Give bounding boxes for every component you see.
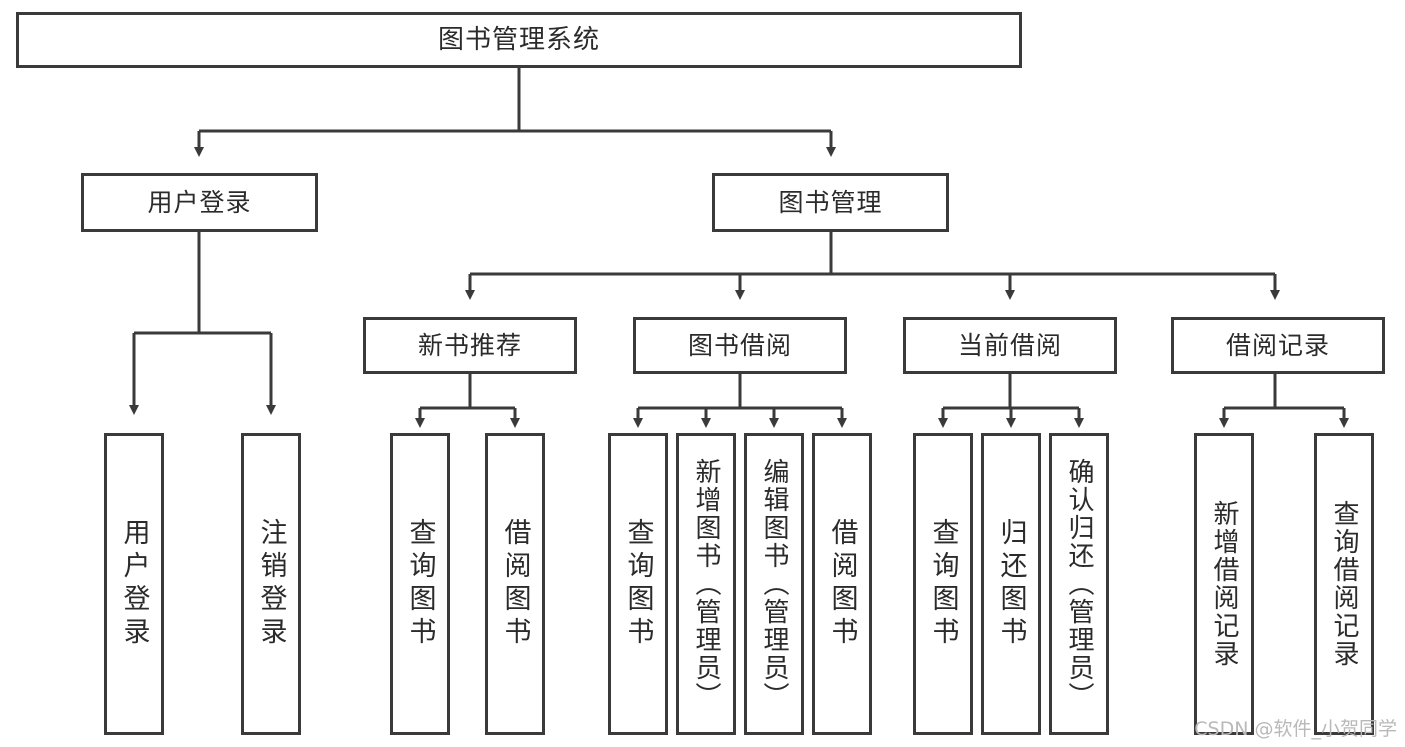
leaf-current-return-book-label: 归还图书 (995, 518, 1027, 650)
leaf-current-confirm-return-admin-label: 确认归还（管理员） (1064, 458, 1094, 710)
leaf-newbook-query-book[interactable]: 查询图书 (390, 433, 450, 735)
leaf-current-query-book[interactable]: 查询图书 (913, 433, 973, 735)
node-book-management-label: 图书管理 (778, 187, 883, 217)
leaf-user-login-signin-label: 用户登录 (118, 518, 150, 650)
node-current-borrow-label: 当前借阅 (957, 330, 1062, 360)
leaf-borrow-borrow-book-label: 借阅图书 (826, 518, 858, 650)
node-root[interactable]: 图书管理系统 (16, 12, 1022, 68)
node-root-label: 图书管理系统 (437, 24, 600, 55)
leaf-borrow-query-book-label: 查询图书 (622, 518, 654, 650)
leaf-record-query-record[interactable]: 查询借阅记录 (1314, 433, 1374, 735)
leaf-record-query-record-label: 查询借阅记录 (1329, 500, 1359, 668)
leaf-newbook-borrow-book[interactable]: 借阅图书 (485, 433, 545, 735)
leaf-current-confirm-return-admin[interactable]: 确认归还（管理员） (1049, 433, 1109, 735)
leaf-borrow-query-book[interactable]: 查询图书 (608, 433, 668, 735)
node-borrow-record-label: 借阅记录 (1225, 330, 1330, 360)
leaf-borrow-add-book-admin[interactable]: 新增图书（管理员） (676, 433, 736, 735)
leaf-borrow-add-book-admin-label: 新增图书（管理员） (691, 458, 721, 710)
leaf-user-login-signout[interactable]: 注销登录 (241, 433, 301, 735)
node-current-borrow[interactable]: 当前借阅 (903, 317, 1117, 374)
leaf-user-login-signout-label: 注销登录 (255, 518, 287, 650)
node-new-book-recommend-label: 新书推荐 (417, 330, 522, 360)
node-borrow-record[interactable]: 借阅记录 (1171, 317, 1385, 374)
leaf-borrow-edit-book-admin[interactable]: 编辑图书（管理员） (744, 433, 804, 735)
node-book-management[interactable]: 图书管理 (712, 173, 949, 232)
node-new-book-recommend[interactable]: 新书推荐 (363, 317, 577, 374)
csdn-watermark: CSDN @软件_小贺同学 (1194, 718, 1397, 740)
leaf-user-login-signin[interactable]: 用户登录 (104, 433, 164, 735)
leaf-current-return-book[interactable]: 归还图书 (981, 433, 1041, 735)
leaf-borrow-edit-book-admin-label: 编辑图书（管理员） (759, 458, 789, 710)
leaf-record-add-record[interactable]: 新增借阅记录 (1194, 433, 1254, 735)
node-user-login[interactable]: 用户登录 (81, 173, 318, 232)
leaf-current-query-book-label: 查询图书 (927, 518, 959, 650)
leaf-borrow-borrow-book[interactable]: 借阅图书 (812, 433, 872, 735)
node-book-borrow-label: 图书借阅 (687, 330, 792, 360)
node-user-login-label: 用户登录 (147, 187, 252, 217)
leaf-newbook-query-book-label: 查询图书 (404, 518, 436, 650)
node-book-borrow[interactable]: 图书借阅 (633, 317, 847, 374)
leaf-record-add-record-label: 新增借阅记录 (1209, 500, 1239, 668)
leaf-newbook-borrow-book-label: 借阅图书 (499, 518, 531, 650)
